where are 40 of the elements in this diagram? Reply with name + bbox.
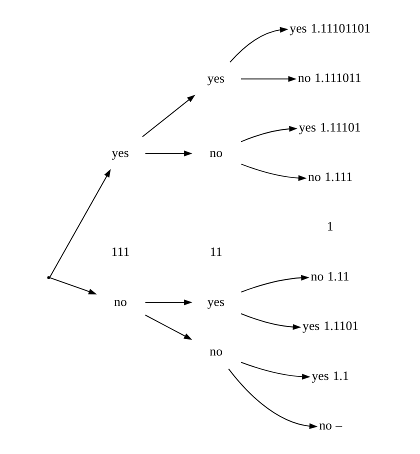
node-text: yes — [302, 319, 320, 334]
arrow — [240, 76, 296, 82]
node-text: yes — [111, 146, 128, 160]
node-label: 1.111 — [324, 170, 352, 184]
arrow — [144, 150, 192, 156]
node-text: yes — [289, 21, 306, 36]
node-text: no — [318, 418, 332, 432]
node-text: yes — [298, 120, 316, 135]
arrow — [48, 277, 96, 294]
node-label: 1.111011 — [314, 70, 361, 85]
arrow — [48, 169, 110, 278]
arrow — [144, 300, 192, 306]
arrow — [240, 126, 297, 142]
node-point — [46, 276, 50, 280]
node-label: – — [335, 418, 342, 432]
arrow — [240, 164, 306, 181]
label: 11 — [209, 245, 222, 260]
arrow — [240, 313, 301, 330]
node-text: no — [310, 270, 324, 284]
node-label: 1.11101 — [319, 120, 360, 135]
arrow — [240, 362, 310, 380]
arrow — [144, 314, 192, 340]
node-label: 1.1 — [332, 368, 348, 383]
node-label: 1.11101101 — [310, 21, 370, 36]
label: 1 — [326, 219, 333, 234]
node-label: 1.1101 — [323, 319, 358, 334]
arrow — [141, 94, 195, 138]
node-text: yes — [206, 71, 224, 86]
arrow — [228, 368, 318, 430]
arrow — [240, 274, 309, 292]
label: 111 — [110, 245, 130, 260]
node-text: no — [209, 344, 222, 358]
node-text: no — [297, 70, 310, 85]
node-text: no — [308, 170, 320, 184]
node-text: no — [209, 146, 222, 160]
node-label: 1.11 — [326, 270, 349, 284]
node-text: no — [114, 294, 126, 309]
arrow — [229, 26, 288, 63]
node-text: yes — [206, 294, 224, 309]
node-text: yes — [311, 368, 328, 383]
